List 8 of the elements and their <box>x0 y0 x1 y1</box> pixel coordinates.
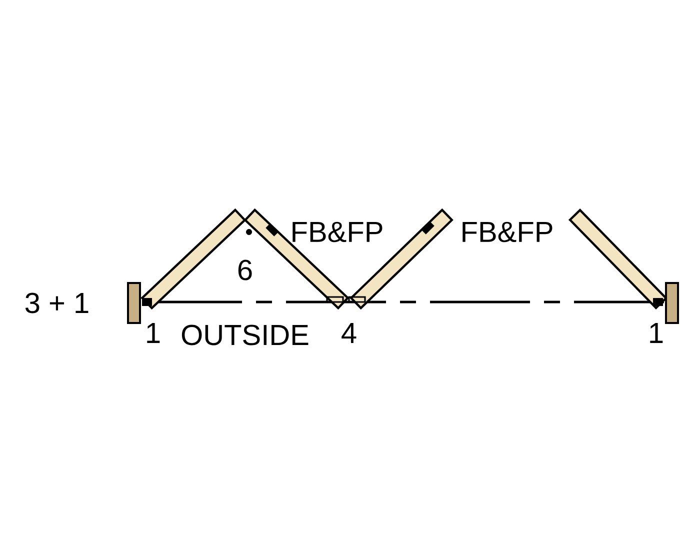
panel-number: 1 <box>650 323 663 343</box>
hardware-label: FB&FP <box>462 222 552 242</box>
hardware-label: FB&FP <box>292 222 382 242</box>
side-label: OUTSIDE <box>182 324 308 346</box>
panel-number: 6 <box>238 260 252 280</box>
panel-number: 1 <box>147 323 160 343</box>
panel-number: 4 <box>342 323 356 343</box>
panel-count-label: 3 + 1 <box>25 292 88 314</box>
